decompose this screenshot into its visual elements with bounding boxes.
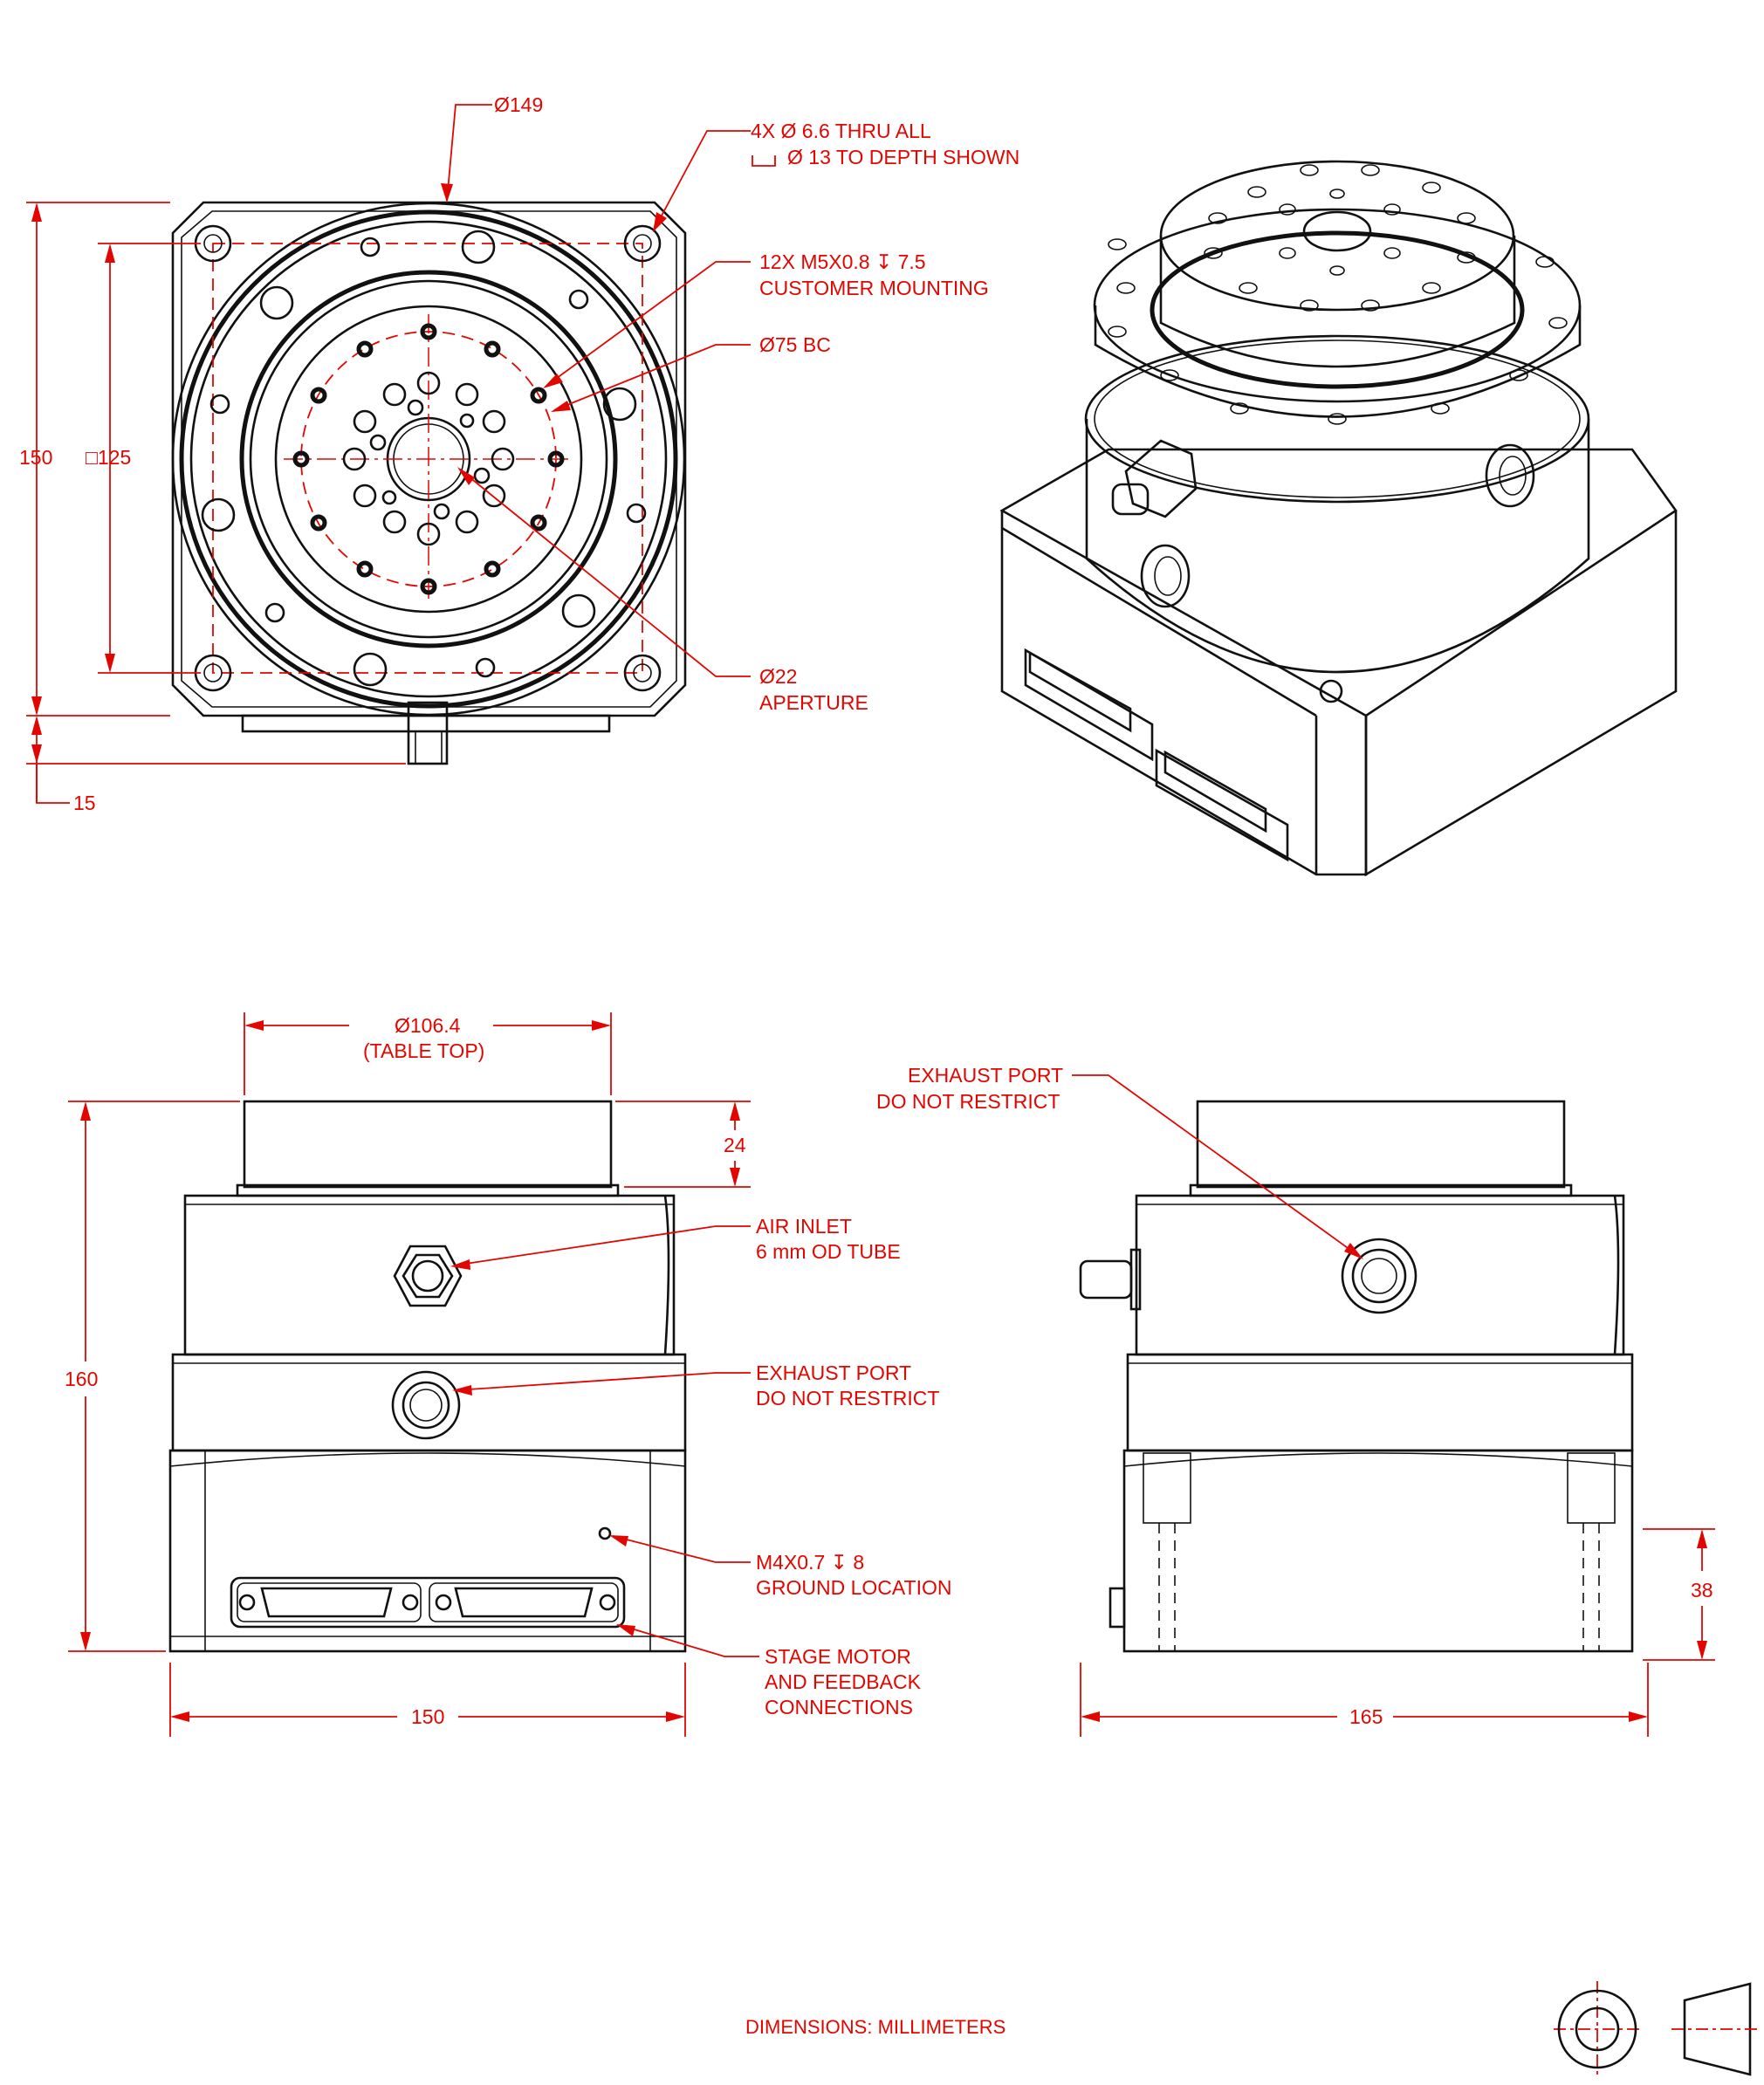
front-view xyxy=(168,1100,687,1653)
table-top-diameter-label: Ø106.4 xyxy=(395,1014,461,1037)
dsub-connectors xyxy=(230,1576,626,1629)
mounting-callout-line2: CUSTOMER MOUNTING xyxy=(759,277,989,299)
diameter-149-label: Ø149 xyxy=(494,93,543,116)
air-inlet-fitting xyxy=(393,1245,463,1307)
connections-callout-line2: AND FEEDBACK xyxy=(765,1670,922,1693)
square-125-label: □125 xyxy=(86,446,131,469)
iso-connectors xyxy=(1024,648,1289,862)
thru-holes-callout-line2: Ø 13 TO DEPTH SHOWN xyxy=(787,146,1019,168)
offset-15-label: 15 xyxy=(73,792,96,814)
exhaust-side-callout-line2: DO NOT RESTRICT xyxy=(876,1090,1060,1113)
iso-table-holes xyxy=(1204,164,1476,312)
side-width-label: 165 xyxy=(1349,1705,1383,1728)
inner-holes xyxy=(342,371,515,546)
air-inlet-callout-line1: AIR INLET xyxy=(756,1215,852,1238)
aperture-callout-line1: Ø22 xyxy=(759,665,797,688)
connections-callout-line3: CONNECTIONS xyxy=(765,1696,913,1718)
iso-flange-holes xyxy=(1108,238,1568,425)
exhaust-port-front xyxy=(391,1370,461,1440)
side-view xyxy=(1079,1100,1634,1653)
top-view-dimensions: Ø149 150 □125 15 4X Ø 6.6 THRU ALL Ø 13 … xyxy=(19,93,1019,814)
flange-width-label: 150 xyxy=(19,446,52,469)
air-inlet-callout-line2: 6 mm OD TUBE xyxy=(756,1240,901,1263)
connections-callout-line1: STAGE MOTOR xyxy=(765,1645,911,1668)
connector-height-label: 38 xyxy=(1691,1579,1713,1601)
isometric-view xyxy=(999,160,1678,877)
bolt-circle-holes xyxy=(292,323,565,595)
table-top-note: (TABLE TOP) xyxy=(363,1039,484,1062)
front-view-dimensions: Ø106.4 (TABLE TOP) 24 160 150 AIR INLET … xyxy=(65,1012,951,1737)
ground-callout-line2: GROUND LOCATION xyxy=(756,1576,951,1599)
exhaust-port-side xyxy=(1341,1238,1417,1314)
side-air-fitting xyxy=(1079,1248,1142,1311)
exhaust-front-callout-line2: DO NOT RESTRICT xyxy=(756,1387,939,1409)
units-note: DIMENSIONS: MILLIMETERS xyxy=(745,2016,1006,2038)
ground-callout-line1: M4X0.7 ↧ 8 xyxy=(756,1551,864,1574)
side-bolt-bores xyxy=(1143,1452,1616,1651)
thru-holes-callout-line1: 4X Ø 6.6 THRU ALL xyxy=(751,120,931,142)
side-view-dimensions: EXHAUST PORT DO NOT RESTRICT 38 165 xyxy=(876,1064,1715,1737)
ring-holes xyxy=(201,230,647,687)
mounting-callout-line1: 12X M5X0.8 ↧ 7.5 xyxy=(759,250,926,273)
base-width-label: 150 xyxy=(411,1705,444,1728)
bolt-circle-label: Ø75 BC xyxy=(759,333,831,356)
third-angle-projection-symbol xyxy=(1554,1981,1761,2077)
top-view xyxy=(171,201,687,765)
total-height-label: 160 xyxy=(65,1368,98,1390)
exhaust-front-callout-line1: EXHAUST PORT xyxy=(756,1361,911,1384)
exhaust-side-callout-line1: EXHAUST PORT xyxy=(908,1064,1063,1087)
iso-air-fitting xyxy=(1111,439,1198,518)
aperture-callout-line2: APERTURE xyxy=(759,691,868,714)
table-height-label: 24 xyxy=(724,1134,746,1156)
